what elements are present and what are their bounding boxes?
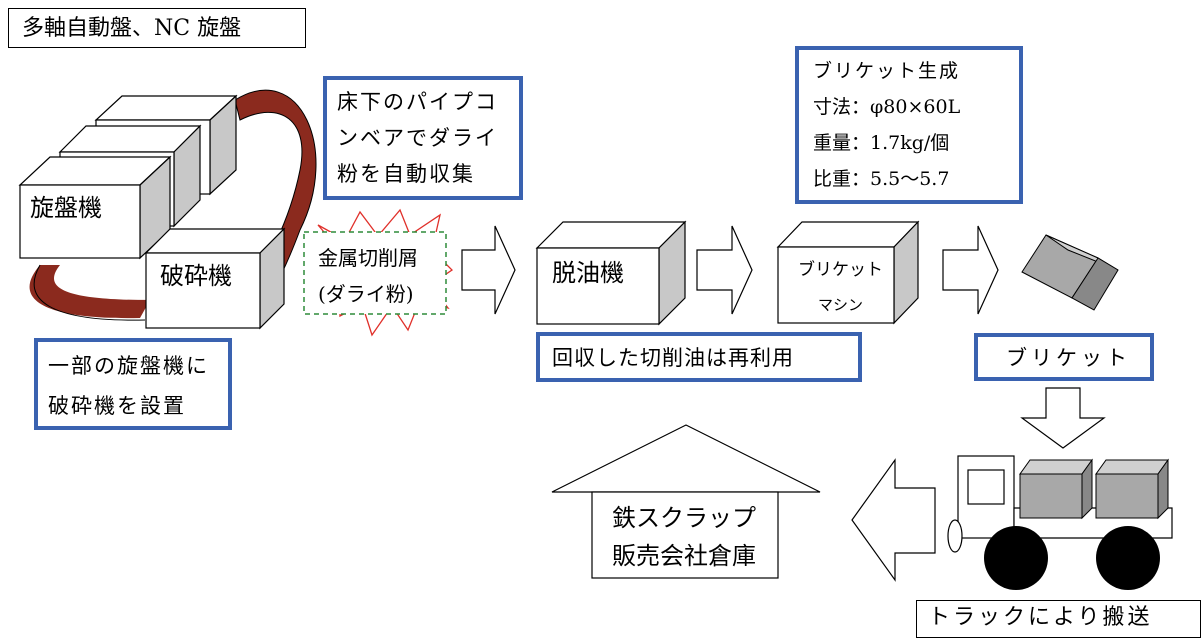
briquette-machine-label-1: ブリケット — [798, 260, 883, 280]
warehouse — [551, 424, 821, 579]
briquette-spec-line-2: 寸法：φ80×60L — [813, 96, 961, 118]
briquette-label-box: ブリケット — [974, 333, 1154, 381]
truck — [947, 455, 1173, 590]
briquette-spec-line-1: ブリケット生成 — [813, 60, 961, 82]
crusher-label: 破砕機 — [160, 262, 232, 290]
lathe-box-1 — [18, 155, 172, 260]
deoiler-box — [535, 220, 687, 326]
pipe-conveyor-loop — [29, 265, 151, 319]
arrow-right-2 — [696, 225, 753, 315]
pipe-conveyor-line-3: 粉を自動収集 — [337, 162, 475, 186]
crusher-install-line-2: 破砕機を設置 — [48, 394, 186, 418]
oil-reuse-note: 回収した切削油は再利用 — [536, 332, 862, 382]
deoiler-label: 脱油機 — [552, 259, 624, 287]
warehouse-line-2: 販売会社倉庫 — [612, 542, 756, 570]
arrow-right-3 — [942, 225, 999, 315]
arrow-right-1 — [461, 225, 516, 315]
transport-label: トラックにより搬送 — [928, 605, 1153, 630]
briquette-product — [1021, 234, 1119, 311]
arrow-down — [1020, 387, 1106, 449]
crusher-install-line-1: 一部の旋盤機に — [48, 354, 209, 378]
title-box — [8, 8, 306, 48]
briquette-spec-line-3: 重量：1.7kg/個 — [813, 132, 950, 154]
briquette-machine-label-2: マシン — [818, 296, 864, 314]
crusher-box — [144, 227, 286, 330]
page-title: 多軸自動盤、NC 旋盤 — [22, 16, 242, 41]
transport-box — [916, 600, 1201, 638]
pipe-conveyor-line-2: ンベアでダライ — [337, 126, 498, 150]
chips-label-1: 金属切削屑 — [318, 246, 418, 270]
arrow-left — [851, 458, 936, 582]
lathe-label: 旋盤機 — [30, 194, 102, 222]
warehouse-line-1: 鉄スクラップ — [612, 504, 756, 532]
briquette-spec-line-4: 比重：5.5〜5.7 — [813, 168, 950, 190]
crusher-install-note: 一部の旋盤機に 破砕機を設置 — [34, 338, 232, 430]
briquette-spec-note: ブリケット生成 寸法：φ80×60L 重量：1.7kg/個 比重：5.5〜5.7 — [795, 46, 1023, 204]
briquette-machine-box — [776, 220, 920, 325]
chips-dashed-box — [303, 231, 447, 315]
oil-reuse-text: 回収した切削油は再利用 — [552, 346, 794, 370]
briquette-label: ブリケット — [1006, 346, 1131, 370]
pipe-conveyor-note: 床下のパイプコ ンベアでダライ 粉を自動収集 — [323, 76, 523, 200]
chips-label-2: (ダライ粉) — [318, 282, 414, 306]
pipe-conveyor-line-1: 床下のパイプコ — [337, 90, 498, 114]
